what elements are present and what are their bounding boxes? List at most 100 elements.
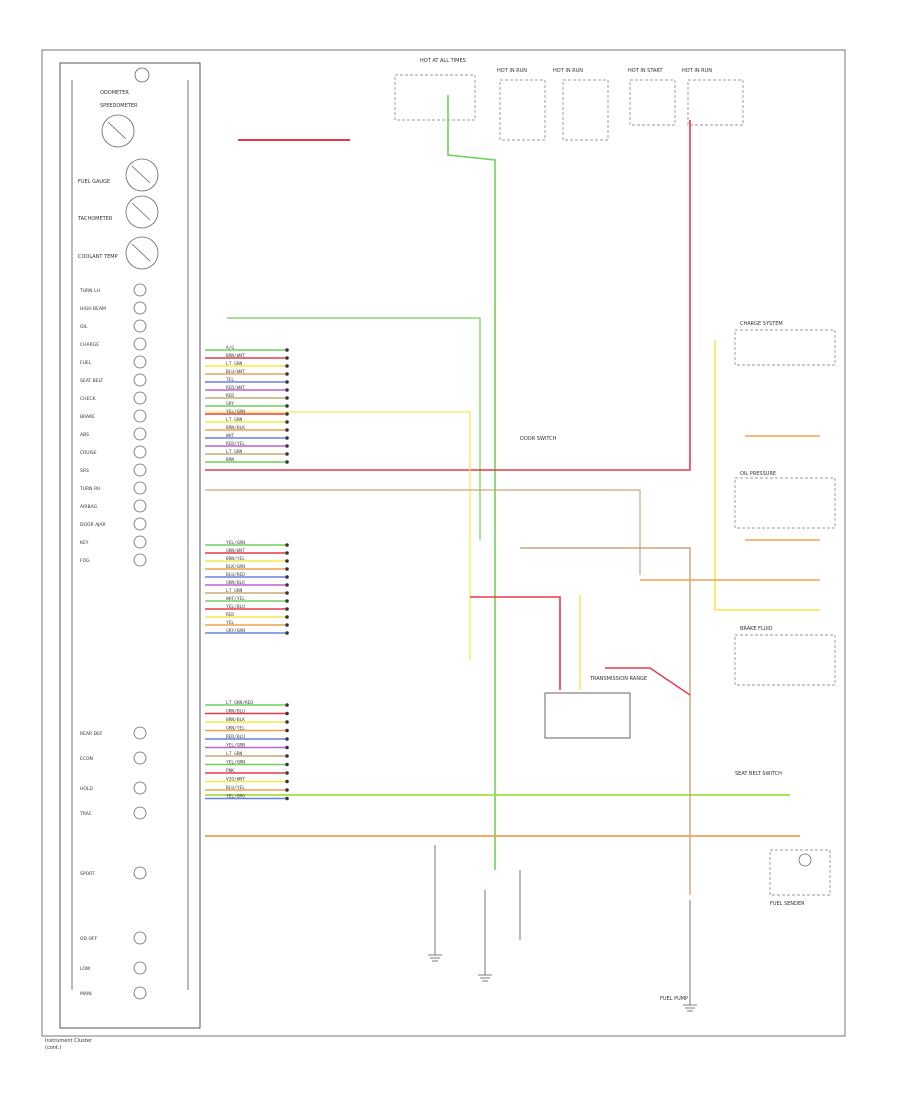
indicator-label: MAIN [80, 991, 92, 997]
connector-pin [285, 412, 289, 416]
connector-pin [285, 762, 289, 767]
connector-wire-label: GRN/YEL [226, 726, 245, 732]
connector-pin [285, 771, 289, 775]
power-feed-label: HOT IN RUN [497, 68, 527, 74]
connector-pin [285, 404, 289, 408]
connector-wire-label: BRN/BLK [226, 425, 245, 431]
wire-harness [205, 95, 820, 895]
gauge-label: FUEL GAUGE [78, 179, 110, 185]
connector-wire-label: RED/BLU [226, 734, 245, 740]
connector-wire-label: PNK [226, 768, 234, 774]
wire-green [447, 95, 496, 870]
fuse-block [394, 74, 744, 141]
indicator-label: TRAC [79, 811, 92, 817]
connector-wire-label: RED [226, 612, 234, 618]
connector-wire-label: YEL/BLU [226, 604, 245, 610]
indicator-lamp-icon [133, 481, 147, 495]
connector-wire-label: YEL [226, 620, 234, 626]
component-label: FUEL SENDER [770, 901, 805, 907]
component-label: DOOR SWITCH [520, 436, 557, 442]
indicator-lamp-icon [133, 535, 147, 549]
tachometer-gauge [125, 195, 159, 229]
indicator-lamp-icon [133, 319, 147, 333]
indicator-label: BRAKE [80, 414, 95, 420]
connector-pin [285, 615, 289, 619]
speedometer-gauge [101, 114, 135, 148]
power-feed-label: HOT AT ALL TIMES [420, 58, 466, 64]
indicator-label: HIGH BEAM [80, 306, 106, 312]
wire-yellow [205, 411, 471, 660]
connector-pin [285, 356, 289, 360]
connector-wire-label: YEL/GRN [226, 760, 245, 766]
connector-pin [285, 754, 289, 758]
wire-green [227, 317, 481, 540]
connector-wire-label: BRN/WHT [226, 353, 245, 359]
connector-wire-label: WHT/YEL [226, 596, 245, 602]
indicator-label: REAR DEF [80, 731, 103, 737]
connector-pin [285, 348, 289, 352]
footer-subtitle: (cont.) [45, 1045, 61, 1051]
indicator-label: SEAT BELT [80, 378, 103, 384]
indicator-lamp-icon [133, 409, 147, 423]
connector-wire-label: RED/YEL [226, 441, 245, 447]
wire-red [205, 120, 691, 471]
connector-pin [285, 388, 289, 392]
component-label: BRAKE FLUID [740, 626, 773, 632]
cluster-inner-lines [71, 80, 189, 990]
connector-pin [285, 543, 289, 547]
connector-wire-label: LT GRN [226, 588, 243, 594]
connector-wire-label: LT GRN [226, 361, 243, 367]
connector-pin [285, 779, 289, 784]
connector-pin [285, 567, 289, 571]
connector-pin [285, 631, 289, 635]
gauge-label: TACHOMETER [77, 216, 113, 222]
ground-symbols [428, 845, 697, 1012]
instrument-cluster-box [59, 62, 201, 1029]
indicator-label: TURN RH [79, 486, 100, 492]
connector-wire-label: BLU/RED [226, 572, 245, 578]
connector-pin [285, 420, 289, 424]
connector-group-2: YEL/GRNGRN/WHTBRN/YELBLK/GRNBLU/REDGRN/B… [205, 540, 289, 635]
indicator-lamp-icon [133, 961, 147, 975]
odometer-gauge [134, 67, 150, 83]
gauge-label: SPEEDOMETER [100, 103, 138, 109]
indicator-label: SRS [80, 468, 89, 474]
connector-pin [285, 364, 289, 368]
connector-wire-label: LT GRN/RED [226, 700, 253, 706]
component-label: FUEL PUMP [660, 996, 688, 1002]
connector-pin [285, 559, 289, 563]
connector-pin [285, 607, 289, 611]
indicator-lamp-icon [133, 806, 147, 820]
indicator-label: OD OFF [80, 936, 98, 942]
indicator-label: FUEL [80, 360, 92, 366]
connector-wire-label: TEL [226, 377, 234, 383]
connector-wire-label: GRY/GRN [226, 628, 245, 634]
connector-wire-label: BRN [226, 457, 234, 463]
connector-pin [285, 396, 289, 400]
indicator-label: OIL [80, 324, 88, 330]
indicator-lamp-icon [133, 986, 147, 1000]
connector-wire-label: GRN/BLU [226, 709, 245, 715]
connector-wire-label: YEL/GRN [226, 743, 245, 749]
connector-wire-label: BLK/GRN [226, 564, 245, 570]
indicator-lamp-icon [133, 751, 147, 765]
indicator-label: HOLD [80, 786, 93, 792]
connector-pin [285, 591, 289, 595]
connector-wire-label: BLU/YEL [226, 785, 245, 791]
indicator-label: AIRBAG [80, 504, 98, 510]
gauge-label: COOLANT TEMP [78, 254, 118, 260]
indicator-lamp-icon [133, 931, 147, 945]
indicator-lamp-icon [133, 553, 147, 567]
indicator-lamp-icon [133, 866, 147, 880]
wire-tan [520, 547, 691, 895]
indicator-lamp-icon [133, 781, 147, 795]
gauge-labels: ODOMETER SPEEDOMETER FUEL GAUGE TACHOMET… [77, 90, 138, 260]
indicator-lamp-icon [133, 355, 147, 369]
connector-pin [285, 711, 289, 716]
indicator-lamp-icon [133, 499, 147, 513]
indicator-lamp-icon [133, 373, 147, 387]
connector-pin [285, 575, 289, 579]
connector-wire-label: YEL/GRN [226, 409, 245, 415]
